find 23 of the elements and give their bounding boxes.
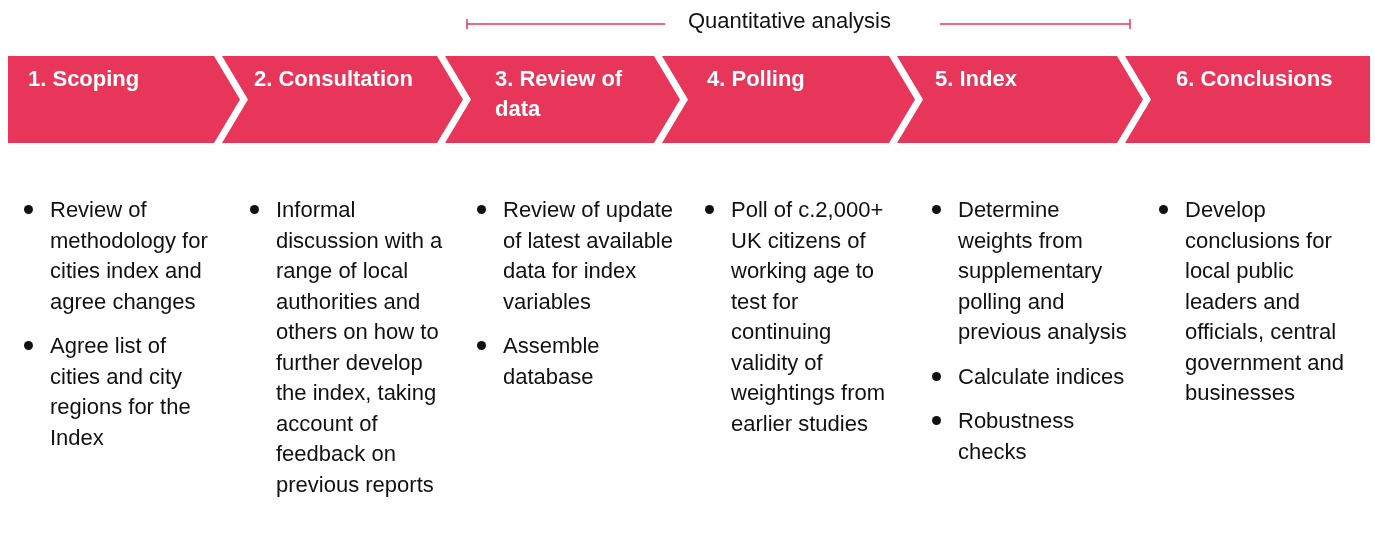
bullet-point: Poll of c.2,000+ UK citizens of working age to test for continuing validity of weightings from earlier studies xyxy=(703,195,903,439)
chevron-step xyxy=(222,56,463,143)
bullet-point: Review of update of latest available data for index variables xyxy=(475,195,680,317)
bullet-point: Informal discussion with a range of local authorities and others on how to further develop the index, taking account of feedback on previous reports xyxy=(248,195,458,500)
chevron-step xyxy=(897,56,1143,143)
bullet-point: Assemble database xyxy=(475,331,680,392)
step-heading: 4. Polling xyxy=(707,65,806,93)
bullet-point: Review of methodology for cities index and agree changes xyxy=(22,195,222,317)
chevron-step xyxy=(8,56,240,143)
step-heading: 6. Conclusions xyxy=(1176,65,1334,93)
step-heading: 2. Consultation xyxy=(254,65,414,93)
step-heading: 3. Review of data xyxy=(495,65,624,123)
bullet-point: Determine weights from supplementary polling and previous analysis xyxy=(930,195,1135,348)
step-heading: 5. Index xyxy=(935,65,1018,93)
step-heading: 1. Scoping xyxy=(28,65,141,93)
bracket-label: Quantitative analysis xyxy=(688,8,891,34)
bullet-point: Calculate indices xyxy=(930,361,1135,392)
chevron-step xyxy=(445,56,680,143)
bullet-point: Develop conclusions for local public leaders and officials, central government and businesses xyxy=(1157,195,1362,409)
bullet-point: Agree list of cities and city regions for the Index xyxy=(22,331,222,453)
bullet-point: Robustness checks xyxy=(930,406,1135,467)
chevron-step xyxy=(1125,56,1370,143)
chevron-step xyxy=(662,56,915,143)
